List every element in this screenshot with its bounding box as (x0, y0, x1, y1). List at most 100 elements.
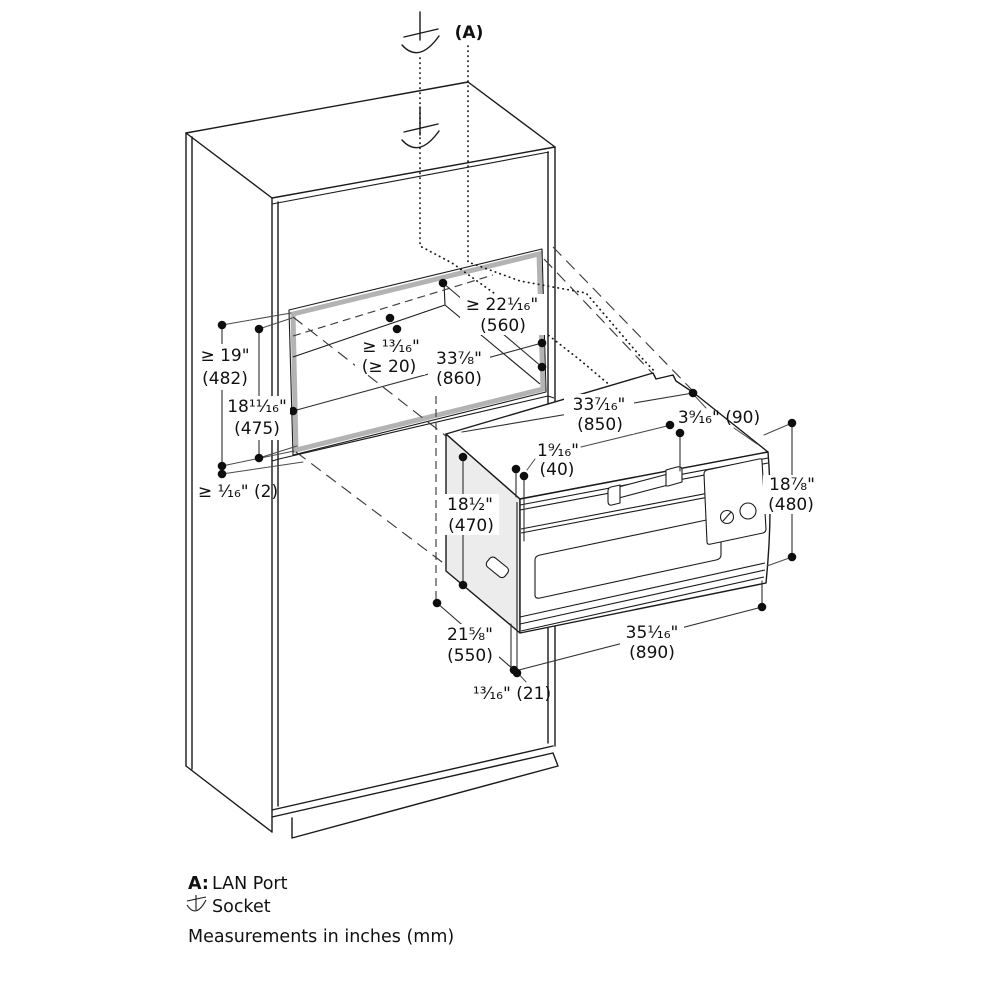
dim-bottom-step-label: ¹³⁄₁₆" (21) (473, 684, 551, 704)
dot (675, 428, 685, 438)
dim-total-height-label: 18⅞" (480) (763, 475, 820, 515)
dim-text: (480) (768, 495, 814, 515)
cable-dotted-lan (467, 45, 657, 374)
cabinet-top-front-edge-inner (271, 151, 550, 205)
cabinet-back-left-edge (185, 132, 193, 770)
label-bg (428, 348, 490, 388)
dim-text: 3⁹⁄₁₆" (90) (678, 408, 760, 428)
dot (511, 464, 521, 474)
cutout-frame-outer (288, 248, 547, 456)
dim-text: ≥ 22¹⁄₁₆" (466, 295, 538, 315)
dim-rear-clearance-label: ≥ ¹³⁄₁₆" (≥ 20) (355, 337, 425, 377)
dot (288, 406, 298, 416)
lan-port-callout: (A) (455, 23, 484, 43)
cutout-frame-highlight (290, 250, 546, 454)
dim-text: (850) (577, 415, 623, 435)
dot (537, 362, 547, 372)
dim-body-height-label: 18½" (470) (443, 494, 499, 536)
dot (757, 602, 767, 612)
dim-front-width-label: 35¹⁄₁₆" (890) (620, 622, 684, 663)
cabinet-bottom-edges (185, 745, 559, 839)
dot (217, 461, 227, 471)
cabinet-top-face (185, 81, 556, 199)
oven-knobs (719, 502, 757, 525)
dim-text: 1⁹⁄₁₆" (537, 441, 579, 461)
dim-text: (475) (234, 419, 280, 439)
cutout-shelf-lines (271, 395, 555, 462)
legend-note: Measurements in inches (mm) (188, 927, 454, 947)
dim-niche-depth-label: ≥ 22¹⁄₁₆" (560) (460, 294, 546, 336)
dim-text: 18¹¹⁄₁₆" (227, 397, 287, 417)
legend-a-key: A: (188, 874, 209, 894)
label-bg (564, 394, 634, 434)
oven-handle (607, 466, 683, 506)
dim-text: 21⅝" (447, 625, 493, 645)
cabinet-front-left-edge (271, 197, 279, 833)
dim-text: ¹³⁄₁₆" (21) (473, 684, 551, 704)
legend: A: LAN Port Socket Measurements in inche… (186, 874, 454, 947)
dim-text: 18⅞" (769, 475, 815, 495)
legend-socket-value: Socket (212, 897, 271, 917)
dot (665, 420, 675, 430)
dim-rear-step-label: 3⁹⁄₁₆" (90) (678, 408, 760, 428)
dim-text: 33⅞" (436, 349, 482, 369)
label-bg (460, 294, 546, 335)
dot (458, 452, 468, 462)
oven-control-panel (703, 458, 767, 545)
dim-text: (560) (480, 316, 526, 336)
dot (787, 552, 797, 562)
dim-text: (470) (448, 516, 494, 536)
cable-dotted-socket (419, 57, 613, 388)
cabinet (185, 81, 559, 839)
dim-niche-width-label: 33⅞" (860) (428, 348, 490, 389)
lan-port-icon (485, 556, 510, 579)
dim-text: (40) (540, 460, 575, 480)
dot (458, 580, 468, 590)
socket-icon (401, 11, 440, 54)
label-bg (763, 475, 820, 514)
knob-small-indicator (722, 511, 732, 522)
dot (217, 469, 227, 479)
socket-symbols: (A) (401, 11, 484, 149)
dim-text: ≥ 19" (200, 346, 249, 366)
dimension-dots (217, 278, 797, 678)
label-bg (620, 622, 684, 662)
socket-icon (401, 106, 440, 149)
handle-left-cap (607, 484, 621, 506)
socket-icon (186, 895, 207, 912)
dot (512, 668, 522, 678)
dot (787, 418, 797, 428)
dot (392, 324, 402, 334)
niche-cutout (271, 248, 555, 462)
niche-rear-dashed-line (292, 274, 494, 337)
dot (254, 324, 264, 334)
dim-niche-min-height-label: ≥ 19" (482) (196, 344, 254, 390)
dim-bottom-gap-label: ≥ ¹⁄₁₆" (2) (198, 482, 278, 502)
label-bg (443, 624, 499, 665)
dot (254, 453, 264, 463)
label-bg (224, 396, 290, 440)
dim-text: 33⁷⁄₁₆" (573, 395, 626, 415)
dot (438, 278, 448, 288)
projection-dashed-lines (292, 246, 694, 566)
handle-right-cap (665, 466, 683, 487)
dot (519, 471, 529, 481)
label-bg (443, 494, 499, 535)
dim-text: 18½" (447, 495, 493, 515)
dim-front-overhang-label: 1⁹⁄₁₆" (40) (537, 441, 579, 480)
dot (217, 320, 227, 330)
dim-text: ≥ ¹⁄₁₆" (2) (198, 482, 278, 502)
dim-text: (890) (629, 643, 675, 663)
dot (432, 598, 442, 608)
knob-large (739, 502, 757, 520)
label-bg (355, 337, 425, 375)
dot (537, 338, 547, 348)
dim-text: ≥ ¹³⁄₁₆" (362, 337, 420, 357)
dim-text: (550) (447, 646, 493, 666)
dot (385, 313, 395, 323)
dim-text: (482) (202, 369, 248, 389)
label-bg (196, 344, 254, 390)
dot (688, 388, 698, 398)
